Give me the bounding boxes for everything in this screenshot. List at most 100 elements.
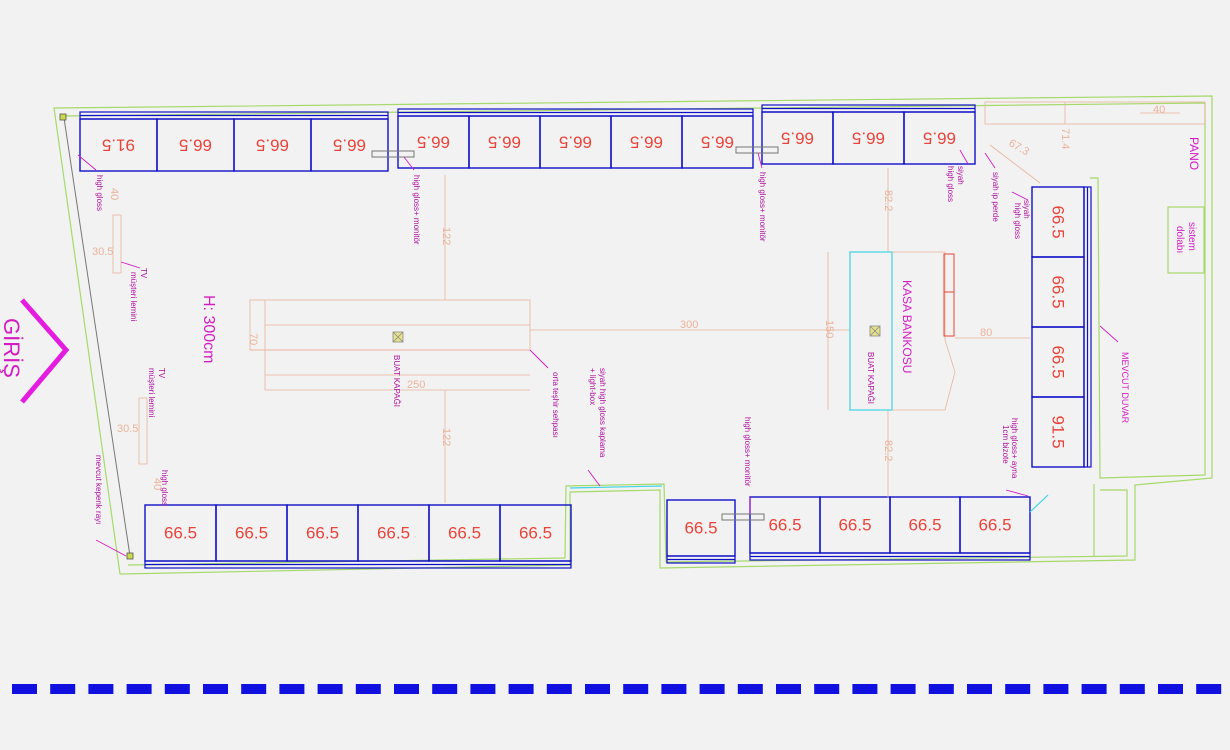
cabinet-width-label: 66.5 (1049, 345, 1068, 378)
right-gloss-label-2: high gloss (1013, 203, 1022, 239)
cabinet-module (666, 499, 736, 557)
junction-box-center (392, 331, 404, 343)
dim-67: 67.3 (1007, 137, 1032, 158)
cabinet-width-label: 66.5 (333, 136, 366, 155)
dash-segment (470, 684, 496, 694)
cabinet-width-label: 66.5 (306, 524, 339, 543)
system-cabinet-label-2: dolabı (1174, 226, 1185, 253)
tv-bracket-bottom (138, 397, 148, 465)
existing-wall-label: MEVCUT DUVAR (1120, 352, 1130, 424)
pano-dim-box (984, 101, 1206, 125)
cabinet-width-label: 66.5 (164, 524, 197, 543)
cabinet-width-label: 66.5 (701, 133, 734, 152)
cabinet-width-label: 66.5 (448, 524, 481, 543)
cabinet-module (1031, 396, 1085, 468)
cabinet-width-label: 66.5 (978, 516, 1011, 535)
dash-segment (355, 684, 381, 694)
cabinet-width-label: 66.5 (256, 136, 289, 155)
dash-segment (164, 684, 190, 694)
entrance-arrow (20, 298, 70, 404)
corner-post-top (59, 113, 67, 121)
cabinet-width-label: 91.5 (1049, 415, 1068, 448)
dash-segment (508, 684, 534, 694)
dim-30-bottom: 30.5 (117, 423, 138, 435)
dash-segment (661, 684, 687, 694)
dash-segment (737, 684, 763, 694)
cabinet-width-label: 66.5 (179, 136, 212, 155)
dim-250: 250 (407, 379, 425, 391)
cabinet-width-label: 66.5 (1049, 275, 1068, 308)
lightbox-panel (569, 485, 663, 489)
tv-bottom-label-2: müşteri lemini (147, 368, 156, 418)
monitor-bar-1 (371, 150, 415, 158)
entrance-facade-line (63, 117, 131, 557)
dash-segment (432, 684, 458, 694)
lightbox-label-1: siyah high gloss kaplama (598, 368, 607, 458)
cash-desk (849, 251, 956, 411)
dashed-boundary-line (12, 684, 1222, 694)
cabinet-width-label: 66.5 (768, 516, 801, 535)
lightbox-label-2: + light-box (588, 368, 597, 405)
corner-post-bottom (126, 552, 134, 560)
dim-82-bottom: 82.2 (882, 440, 894, 461)
junction-box-center-label: BUAT KAPAĞI (392, 355, 401, 407)
system-cabinet-label-1: sistem (1186, 222, 1197, 251)
system-cabinet-box (1167, 206, 1205, 274)
dim-30-top: 30.5 (92, 246, 113, 258)
cabinet-width-label: 66.5 (923, 129, 956, 148)
dim-122-bottom: 122 (440, 428, 452, 446)
monitor-label-1: high gloss+ monitör (412, 175, 421, 245)
cabinet-width-label: 66.5 (235, 524, 268, 543)
dim-80: 80 (980, 327, 992, 339)
high-gloss-topleft-label: high gloss (95, 175, 104, 211)
monitor-label-2: high gloss+ monitör (758, 172, 767, 242)
monitor-bar-2 (735, 146, 779, 154)
cabinet-width-label: 66.5 (1049, 205, 1068, 238)
height-label: H: 300cm (200, 295, 217, 363)
dim-line-67 (989, 144, 1041, 184)
dash-segment (50, 684, 76, 694)
cabinet-width-label: 66.5 (908, 516, 941, 535)
dim-40-left-bottom: 40 (151, 478, 163, 490)
mirror-label-1: high gloss+ ayna (1010, 418, 1019, 479)
rope-curtain-label: siyah ip perde (991, 172, 1000, 222)
junction-box-desk (869, 325, 881, 337)
dash-segment (279, 684, 305, 694)
cabinet-module (681, 115, 754, 169)
dash-segment (1119, 684, 1145, 694)
cabinet-module (959, 496, 1031, 554)
cabinet-width-label: 66.5 (377, 524, 410, 543)
center-display-table (249, 299, 531, 391)
tv-bottom-label-1: TV (157, 368, 166, 379)
dash-segment (126, 684, 152, 694)
cabinet-row-bottom-middle: 66.5 (666, 499, 736, 564)
cabinet-width-label: 66.5 (488, 133, 521, 152)
dim-70: 70 (247, 333, 259, 345)
dash-segment (890, 684, 916, 694)
high-gloss-bottomleft-label: high gloss (160, 470, 169, 506)
cash-desk-label: KASA BANKOSU (900, 280, 914, 373)
tv-top-label-2: müşteri lemini (129, 272, 138, 322)
cabinet-module (310, 118, 389, 172)
dash-segment (967, 684, 992, 694)
dash-segment (1043, 684, 1069, 694)
cabinet-width-label: 91.5 (102, 136, 135, 155)
dash-segment (394, 684, 419, 694)
dash-segment (699, 684, 725, 694)
cabinet-width-label: 66.5 (684, 519, 717, 538)
black-gloss-label-1: siyah (956, 166, 965, 185)
dim-71: 71.4 (1059, 128, 1071, 149)
right-gloss-label-1: siyah (1022, 200, 1031, 219)
monitor-label-3: high gloss+ monitör (743, 417, 752, 487)
dash-segment (928, 684, 954, 694)
dash-segment (88, 684, 114, 694)
cabinet-width-label: 66.5 (630, 133, 663, 152)
cabinet-row-top-left: 91.5 66.5 66.5 66.5 (79, 111, 389, 172)
dash-segment (546, 684, 572, 694)
dash-segment (585, 684, 610, 694)
